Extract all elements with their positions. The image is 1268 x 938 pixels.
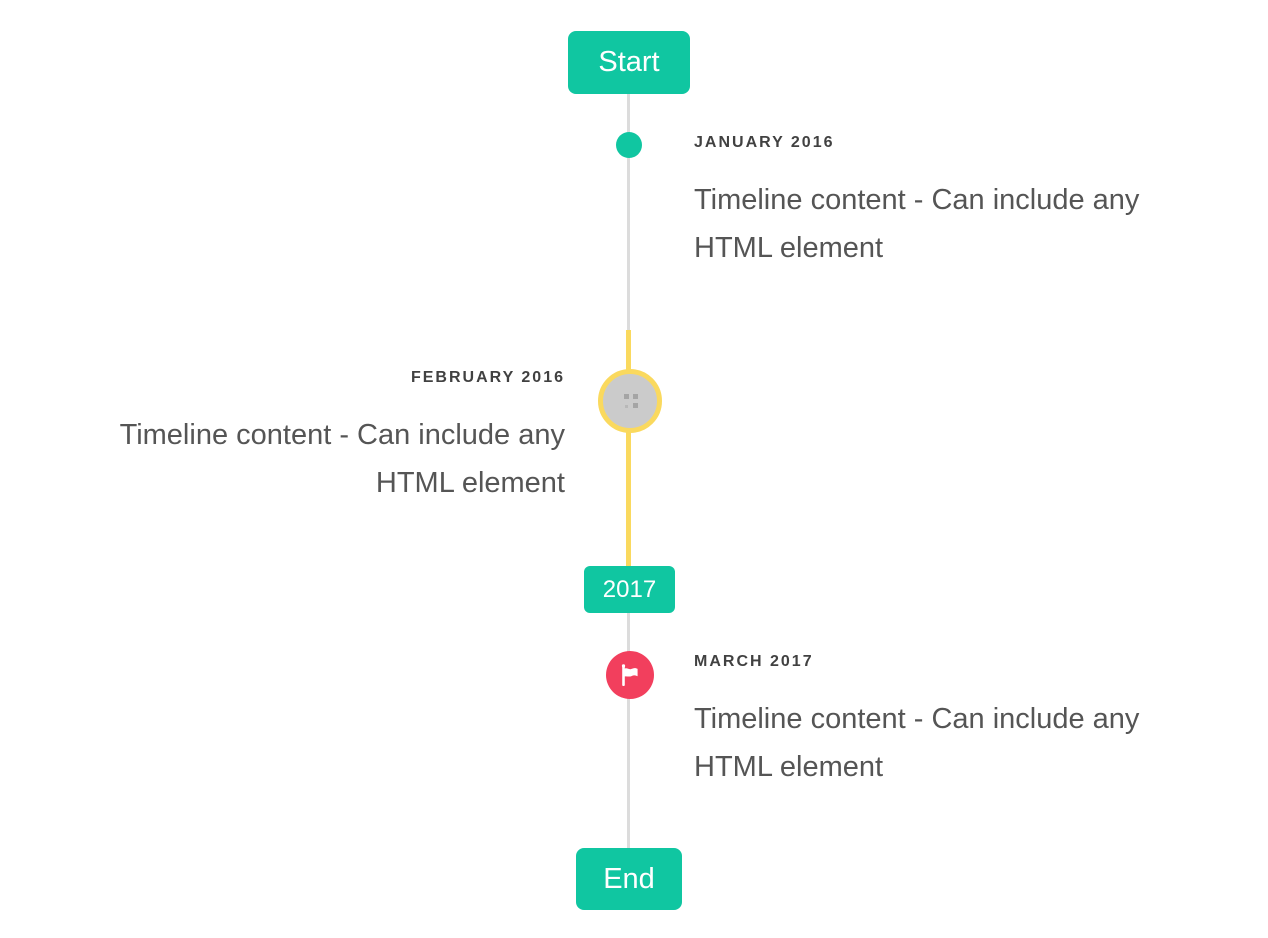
end-badge: End xyxy=(576,848,682,910)
entry-content-text: Timeline content - Can include any HTML … xyxy=(694,703,1140,783)
marker-february-image[interactable] xyxy=(598,369,662,433)
marker-march-flag[interactable] xyxy=(606,651,654,699)
timeline-line-highlight xyxy=(626,330,631,566)
timeline-entry-march: MARCH 2017 Timeline content - Can includ… xyxy=(694,652,1222,791)
entry-content-text: Timeline content - Can include any HTML … xyxy=(694,184,1140,264)
marker-january-dot[interactable] xyxy=(616,132,642,158)
entry-date-label: JANUARY 2016 xyxy=(694,134,835,151)
entry-date-label: FEBRUARY 2016 xyxy=(410,369,565,386)
timeline-entry-january: JANUARY 2016 Timeline content - Can incl… xyxy=(694,133,1222,272)
broken-image-icon xyxy=(623,393,638,409)
entry-content-text: Timeline content - Can include any HTML … xyxy=(119,419,565,499)
year-badge: 2017 xyxy=(584,566,675,613)
flag-icon xyxy=(617,662,643,688)
timeline-entry-february: FEBRUARY 2016 Timeline content - Can inc… xyxy=(37,368,565,507)
start-badge: Start xyxy=(568,31,690,94)
entry-date-label: MARCH 2017 xyxy=(694,653,814,670)
